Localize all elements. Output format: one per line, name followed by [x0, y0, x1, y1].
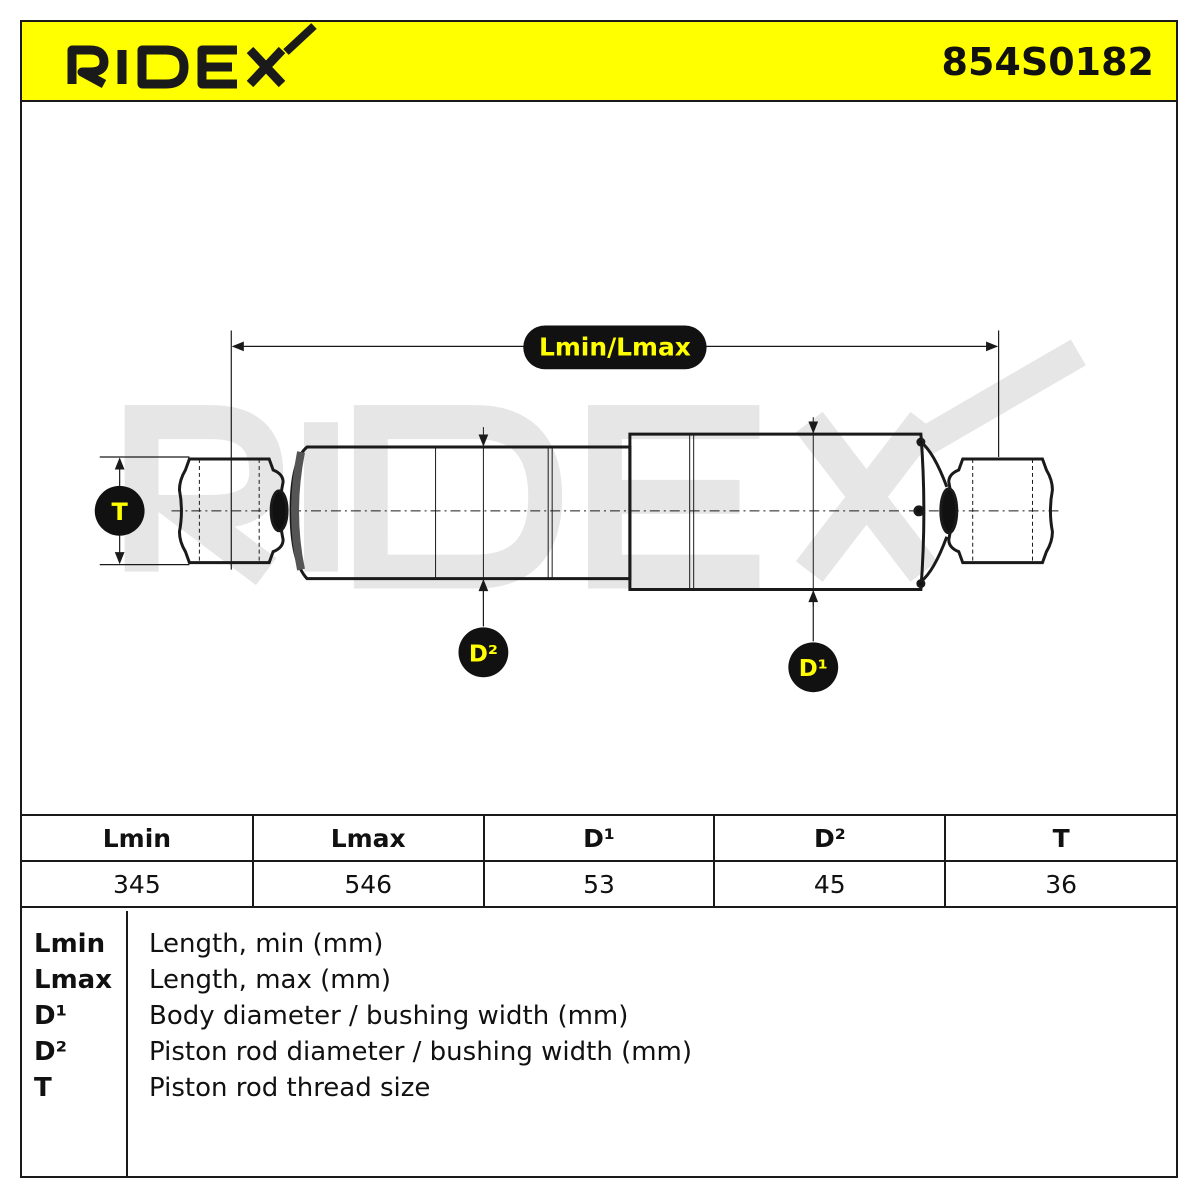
legend-key: D¹ — [34, 1001, 67, 1031]
d2-label-badge: D² — [458, 627, 509, 678]
spec-table: Lmin Lmax D¹ D² T 345 546 53 45 36 — [22, 814, 1176, 908]
d2-label: D² — [469, 641, 498, 667]
part-number: 854S0182 — [941, 40, 1154, 84]
d1-dimension — [808, 421, 819, 642]
header-lmax: Lmax — [251, 814, 485, 862]
dust-cover — [289, 427, 632, 599]
header-d1: D¹ — [482, 814, 716, 862]
damper-body — [628, 417, 949, 607]
shock-absorber-drawing: Lmin/Lmax T — [94, 325, 1086, 693]
value-lmin: 345 — [22, 860, 254, 908]
thread-label-badge: T — [94, 485, 145, 536]
legend-desc: Body diameter / bushing width (mm) — [149, 1001, 629, 1031]
legend-desc: Piston rod thread size — [149, 1073, 431, 1103]
legend-divider — [126, 911, 128, 1178]
legend-key: Lmin — [34, 929, 106, 959]
header-lmin: Lmin — [22, 814, 254, 862]
legend-desc: Piston rod diameter / bushing width (mm) — [149, 1037, 693, 1067]
header-d2: D² — [713, 814, 947, 862]
length-label-badge: Lmin/Lmax — [523, 325, 707, 370]
length-label: Lmin/Lmax — [539, 332, 691, 361]
legend-desc: Length, max (mm) — [149, 965, 392, 995]
value-d2: 45 — [713, 860, 947, 908]
legend-desc: Length, min (mm) — [149, 929, 384, 959]
spec-table-header-row: Lmin Lmax D¹ D² T — [22, 814, 1176, 862]
ridex-logo — [67, 23, 317, 89]
spec-table-value-row: 345 546 53 45 36 — [22, 860, 1176, 908]
drawing-frame: 854S0182 Lmin/Lmax — [20, 20, 1178, 1178]
d1-label-badge: D¹ — [788, 642, 839, 693]
value-d1: 53 — [482, 860, 716, 908]
legend-row-t: T Piston rod thread size — [22, 1073, 1176, 1109]
value-lmax: 546 — [251, 860, 485, 908]
d2-dimension — [478, 434, 489, 627]
legend-row-lmax: Lmax Length, max (mm) — [22, 965, 1176, 1001]
header-t: T — [944, 814, 1176, 862]
right-eye-bushing — [939, 457, 1054, 565]
legend-key: D² — [34, 1037, 67, 1067]
legend-row-d2: D² Piston rod diameter / bushing width (… — [22, 1037, 1176, 1073]
thread-label: T — [112, 498, 129, 526]
legend: Lmin Length, min (mm) Lmax Length, max (… — [22, 911, 1176, 1178]
legend-key: T — [34, 1073, 52, 1103]
header-bar: 854S0182 — [22, 22, 1176, 102]
legend-row-lmin: Lmin Length, min (mm) — [22, 929, 1176, 965]
left-eye-bushing — [177, 457, 289, 565]
legend-key: Lmax — [34, 965, 112, 995]
d1-label: D¹ — [799, 656, 828, 682]
value-t: 36 — [944, 860, 1176, 908]
legend-row-d1: D¹ Body diameter / bushing width (mm) — [22, 1001, 1176, 1037]
